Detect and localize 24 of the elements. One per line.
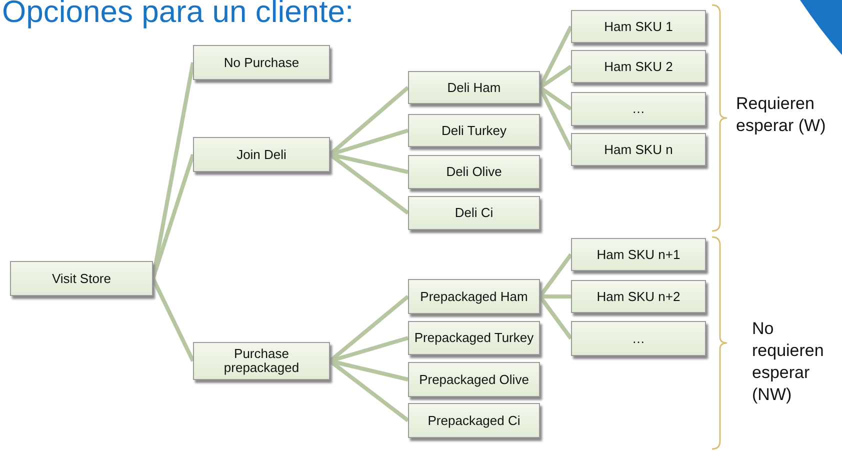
connector-line (151, 154, 195, 280)
tree-node-box: Deli Ci (408, 196, 540, 230)
tree-node-box: Ham SKU 2 (571, 50, 706, 83)
tree-node-box: Prepackaged Ci (408, 403, 540, 438)
tree-node-box: Purchase prepackaged (193, 342, 330, 380)
tree-node-box: Deli Olive (408, 155, 540, 189)
tree-node-box: Prepackaged Ham (408, 279, 540, 314)
tree-node-box: Visit Store (10, 261, 153, 296)
group-label: Requieren esperar (W) (736, 93, 827, 137)
tree-node-box: Prepackaged Turkey (408, 321, 540, 355)
tree-node-box: Ham SKU n+1 (571, 238, 706, 271)
tree-node-box: Ham SKU n+2 (571, 280, 706, 313)
connector-line (540, 294, 571, 298)
connector-line (151, 278, 195, 362)
tree-node-box: Ham SKU n (571, 133, 706, 166)
tree-node-box: Join Deli (193, 137, 330, 172)
tree-node-box: No Purchase (193, 45, 330, 80)
tree-node-box: Deli Ham (408, 71, 540, 104)
tree-node-box: … (571, 92, 706, 126)
tree-node-box: Prepackaged Olive (408, 362, 540, 397)
tree-node-box: Deli Turkey (408, 114, 540, 147)
tree-node-box: Ham SKU 1 (571, 10, 706, 43)
tree-node-box: … (571, 321, 706, 356)
group-label: No requieren esperar (NW) (752, 318, 825, 406)
